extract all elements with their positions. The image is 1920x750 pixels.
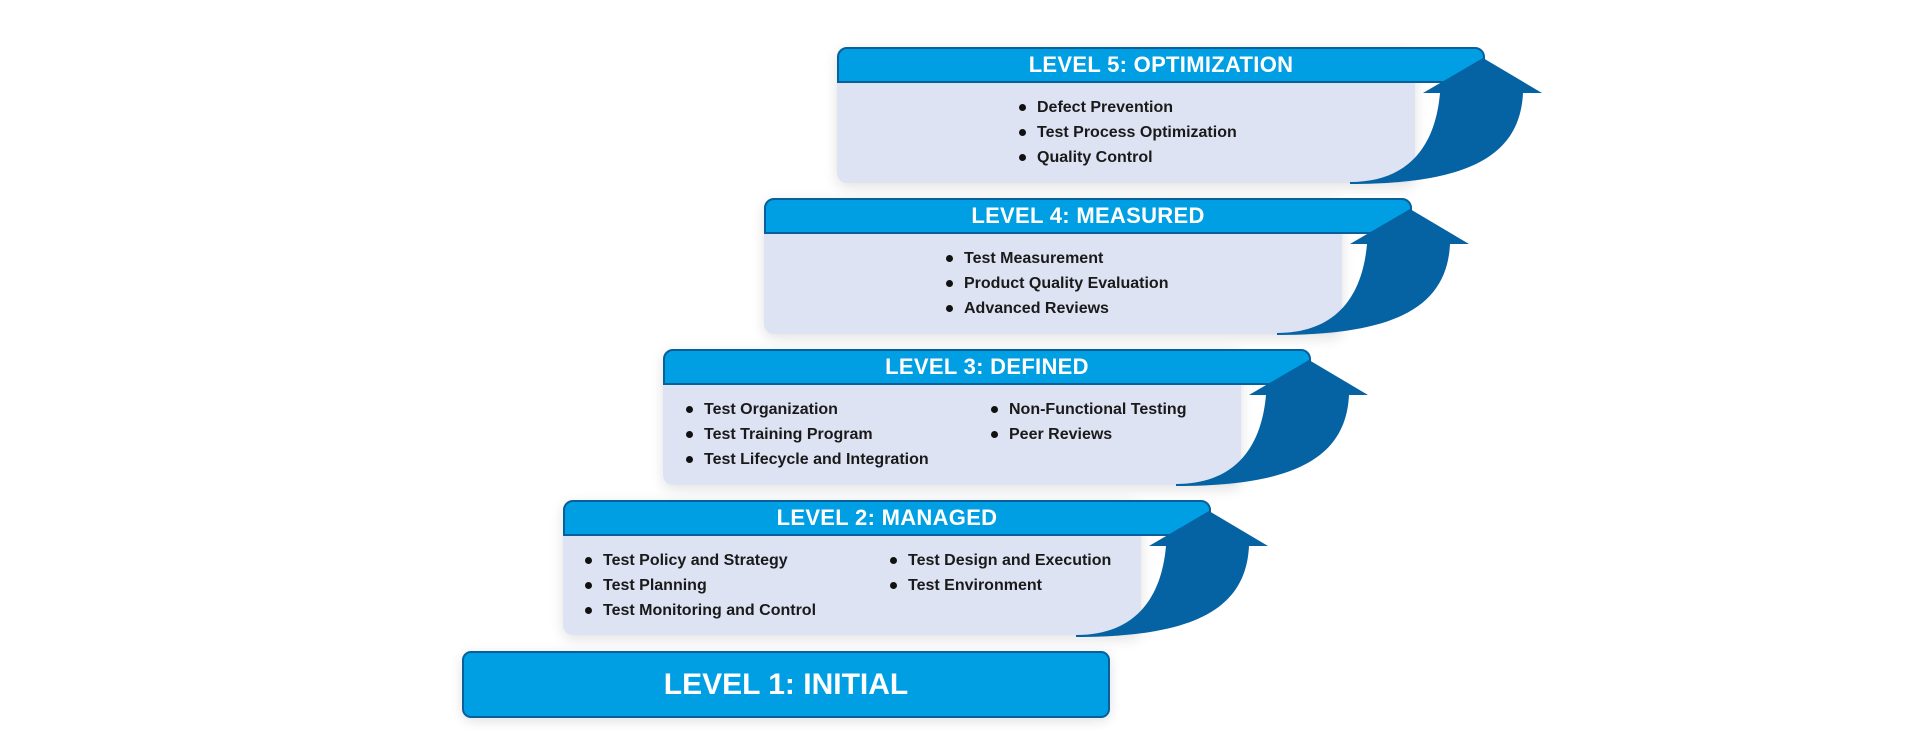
level-5-step: LEVEL 5: OPTIMIZATION Defect Prevention … — [837, 47, 1485, 183]
level-3-body: Test Organization Test Training Program … — [663, 387, 1241, 485]
bullet-icon — [946, 255, 953, 262]
level-4-up-arrow-icon — [1277, 209, 1469, 335]
list-item: Advanced Reviews — [944, 296, 1168, 321]
bullet-icon — [890, 557, 897, 564]
level-4-body: Test Measurement Product Quality Evaluat… — [764, 236, 1342, 334]
level-3-step: LEVEL 3: DEFINED Test Organization Test … — [663, 349, 1311, 485]
list-item: Test Planning — [583, 573, 816, 598]
level-4-step: LEVEL 4: MEASURED Test Measurement Produ… — [764, 198, 1412, 334]
level-3-up-arrow-icon — [1176, 360, 1368, 486]
list-item: Test Training Program — [684, 422, 929, 447]
level-2-list-left: Test Policy and Strategy Test Planning T… — [583, 548, 816, 623]
level-5-body: Defect Prevention Test Process Optimizat… — [837, 85, 1415, 183]
list-item: Test Lifecycle and Integration — [684, 447, 929, 472]
bullet-icon — [686, 431, 693, 438]
level-2-title: LEVEL 2: MANAGED — [776, 505, 998, 530]
list-item: Quality Control — [1017, 145, 1237, 170]
list-item: Test Measurement — [944, 246, 1168, 271]
list-item: Test Organization — [684, 397, 929, 422]
bullet-icon — [1019, 129, 1026, 136]
bullet-icon — [890, 582, 897, 589]
bullet-icon — [585, 557, 592, 564]
list-item: Test Environment — [888, 573, 1111, 598]
list-item: Test Design and Execution — [888, 548, 1111, 573]
level-4-header: LEVEL 4: MEASURED — [764, 198, 1412, 234]
level-1-title: LEVEL 1: INITIAL — [663, 667, 909, 701]
level-2-step: LEVEL 2: MANAGED Test Policy and Strateg… — [563, 500, 1211, 635]
bullet-icon — [946, 305, 953, 312]
list-item: Non-Functional Testing — [989, 397, 1186, 422]
bullet-icon — [991, 406, 998, 413]
list-item: Test Policy and Strategy — [583, 548, 816, 573]
level-5-list: Defect Prevention Test Process Optimizat… — [1017, 95, 1237, 170]
level-5-title: LEVEL 5: OPTIMIZATION — [1028, 52, 1294, 77]
level-5-header: LEVEL 5: OPTIMIZATION — [837, 47, 1485, 83]
level-2-body: Test Policy and Strategy Test Planning T… — [563, 538, 1141, 635]
level-3-header: LEVEL 3: DEFINED — [663, 349, 1311, 385]
level-3-title: LEVEL 3: DEFINED — [885, 354, 1089, 379]
bullet-icon — [686, 406, 693, 413]
list-item: Test Process Optimization — [1017, 120, 1237, 145]
level-2-header: LEVEL 2: MANAGED — [563, 500, 1211, 536]
list-item: Defect Prevention — [1017, 95, 1237, 120]
level-1-step: LEVEL 1: INITIAL — [462, 651, 1110, 718]
level-2-up-arrow-icon — [1076, 511, 1268, 637]
level-4-title: LEVEL 4: MEASURED — [971, 203, 1205, 228]
level-5-up-arrow-icon — [1350, 58, 1542, 184]
bullet-icon — [585, 607, 592, 614]
bullet-icon — [585, 582, 592, 589]
list-item: Peer Reviews — [989, 422, 1186, 447]
bullet-icon — [1019, 154, 1026, 161]
list-item: Product Quality Evaluation — [944, 271, 1168, 296]
bullet-icon — [991, 431, 998, 438]
list-item: Test Monitoring and Control — [583, 598, 816, 623]
bullet-icon — [686, 456, 693, 463]
level-4-list: Test Measurement Product Quality Evaluat… — [944, 246, 1168, 321]
level-2-list-right: Test Design and Execution Test Environme… — [888, 548, 1111, 598]
level-3-list-left: Test Organization Test Training Program … — [684, 397, 929, 472]
bullet-icon — [946, 280, 953, 287]
bullet-icon — [1019, 104, 1026, 111]
level-3-list-right: Non-Functional Testing Peer Reviews — [989, 397, 1186, 447]
